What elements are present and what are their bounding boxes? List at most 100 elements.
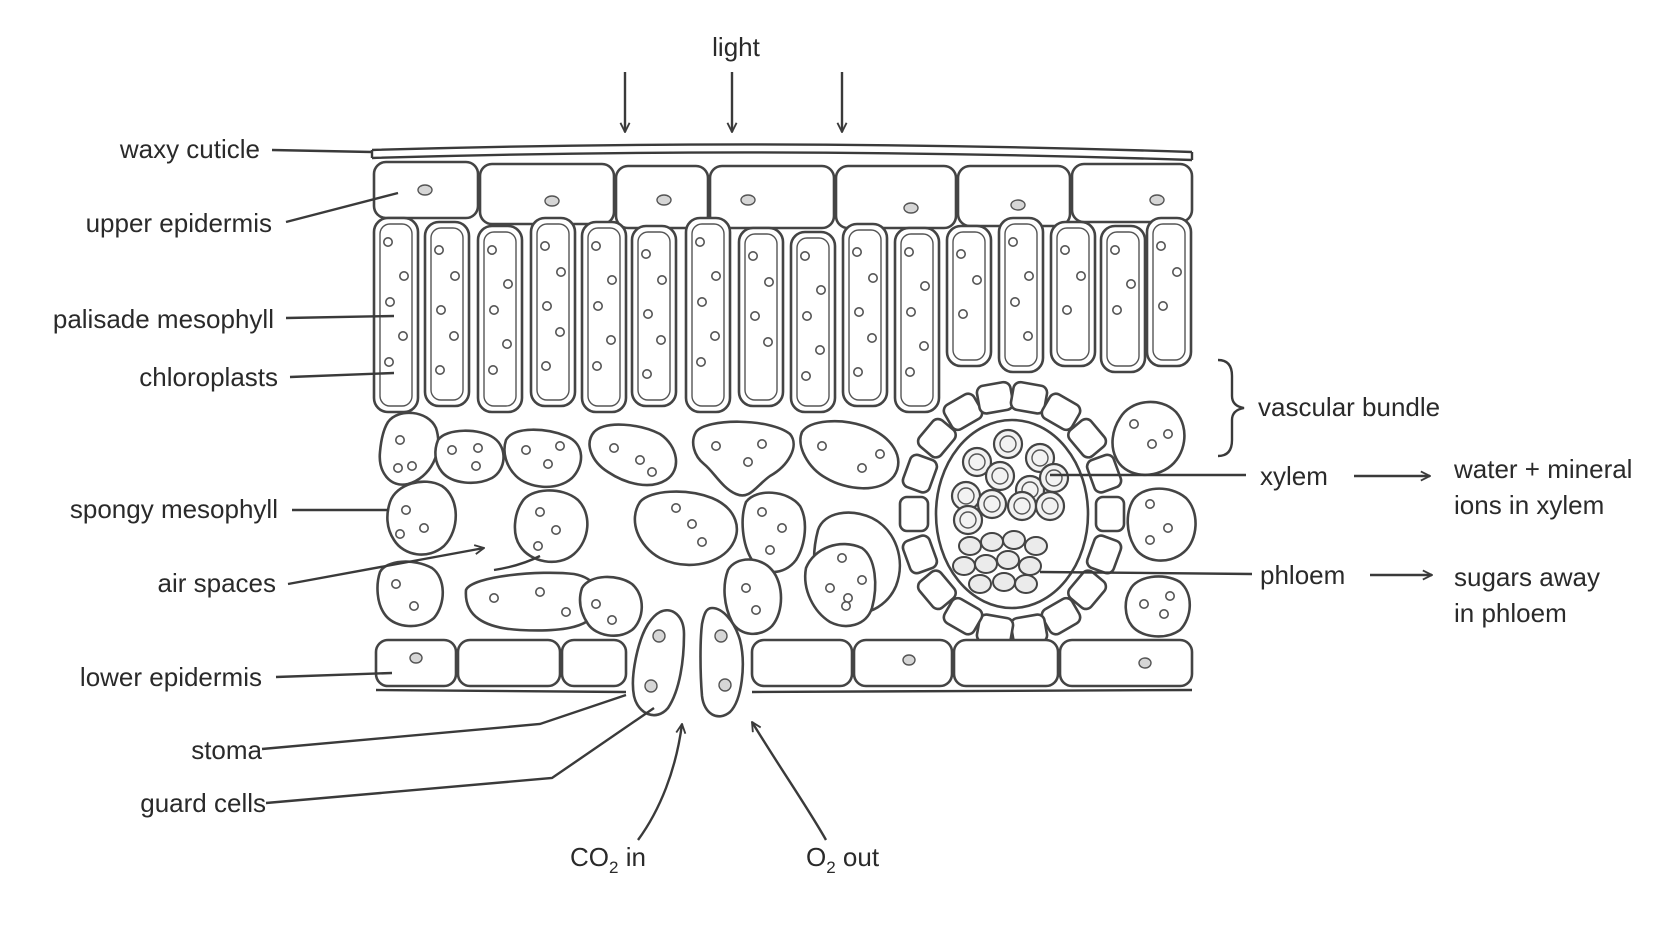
- chloroplast: [398, 270, 409, 281]
- o2-main: O: [806, 842, 826, 872]
- leader-guard-cells: [265, 707, 655, 805]
- xylem-lumen: [999, 435, 1017, 453]
- palisade-cell-inner-wall: [587, 227, 621, 407]
- chloroplast: [1172, 266, 1183, 277]
- chloroplast: [747, 251, 758, 262]
- chloroplast: [590, 598, 601, 609]
- xylem-vessel: [1038, 462, 1070, 494]
- spongy-cell: [1126, 487, 1197, 562]
- chloroplast: [971, 274, 982, 285]
- bundle-sheath-cell: [901, 453, 939, 494]
- chloroplast: [742, 456, 753, 467]
- spongy-cell: [1111, 400, 1186, 477]
- stoma: [631, 606, 745, 718]
- chloroplast: [534, 506, 545, 517]
- palisade-cell: [737, 226, 785, 408]
- guard-cell-chloroplast: [718, 678, 732, 692]
- label-stoma: stoma: [191, 735, 262, 765]
- chloroplast: [840, 600, 851, 611]
- o2-suffix: out: [836, 842, 880, 872]
- chloroplast: [905, 306, 916, 317]
- label-air-spaces: air spaces: [158, 568, 277, 598]
- chloroplast: [397, 330, 408, 341]
- guard-cell-left: [631, 609, 686, 717]
- chloroplast: [554, 440, 565, 451]
- chloroplast: [470, 460, 481, 471]
- palisade-cell: [476, 224, 524, 414]
- chloroplast: [1009, 296, 1020, 307]
- chloroplast: [520, 444, 531, 455]
- chloroplast: [1126, 278, 1137, 289]
- label-guard-cells: guard cells: [140, 788, 266, 818]
- xylem-vessel: [1034, 490, 1066, 522]
- chloroplast: [472, 442, 483, 453]
- xylem-vessel: [984, 460, 1016, 492]
- chloroplast: [852, 366, 863, 377]
- palisade-cell: [529, 216, 577, 408]
- chloroplast: [955, 249, 966, 260]
- epidermal-cell: [560, 638, 628, 688]
- chloroplast: [532, 540, 543, 551]
- chloroplast: [918, 340, 929, 351]
- chloroplast: [696, 536, 707, 547]
- chloroplast: [486, 245, 497, 256]
- nucleus: [740, 194, 756, 206]
- palisade-cell-inner-wall: [691, 223, 725, 407]
- chloroplast: [874, 448, 885, 459]
- chloroplast: [1159, 608, 1170, 619]
- nucleus: [1138, 657, 1152, 669]
- spongy-cell: [503, 428, 583, 489]
- xylem-vessel: [952, 504, 984, 536]
- guard-cell-chloroplast: [652, 629, 666, 643]
- chloroplast: [695, 356, 706, 367]
- bundle-sheath-cell: [901, 534, 939, 575]
- palisade-cell-inner-wall: [536, 223, 570, 401]
- chloroplast: [749, 310, 760, 321]
- spongy-cell: [691, 420, 795, 497]
- xylem-lumen: [983, 495, 1001, 513]
- label-light: light: [712, 32, 760, 62]
- chloroplast: [406, 460, 417, 471]
- chloroplast: [856, 462, 867, 473]
- chloroplast: [560, 606, 571, 617]
- bundle-sheath-cell: [1094, 495, 1126, 533]
- spongy-cell: [578, 575, 644, 637]
- chloroplast: [1007, 237, 1018, 248]
- chloroplast: [866, 332, 877, 343]
- label-vascular-bundle: vascular bundle: [1258, 392, 1440, 422]
- chloroplast: [394, 434, 405, 445]
- chloroplast: [814, 344, 825, 355]
- chloroplast: [762, 336, 773, 347]
- chloroplast: [605, 334, 616, 345]
- xylem-lumen: [1041, 497, 1059, 515]
- chloroplast: [1076, 270, 1087, 281]
- co2-subscript: 2: [609, 858, 618, 877]
- label-xylem: xylem: [1260, 461, 1328, 491]
- label-waxy-cuticle: waxy cuticle: [119, 134, 260, 164]
- chloroplast: [540, 360, 551, 371]
- palisade-cell-inner-wall: [379, 223, 413, 407]
- chloroplast: [1156, 241, 1167, 252]
- xylem-lumen: [957, 487, 975, 505]
- chloroplast: [836, 552, 847, 563]
- epidermal-cell: [952, 638, 1060, 688]
- palisade-cell-inner-wall: [1056, 227, 1090, 361]
- chloroplast: [1129, 418, 1140, 429]
- chloroplast: [606, 614, 617, 625]
- bundle-sheath-cell: [1009, 380, 1049, 415]
- chloroplast: [592, 300, 603, 311]
- nucleus: [409, 652, 423, 664]
- chloroplast: [1060, 245, 1071, 256]
- chloroplast: [606, 274, 617, 285]
- label-o2-out: O2 out: [806, 842, 880, 877]
- chloroplast: [1022, 330, 1033, 341]
- palisade-cell-inner-wall: [900, 233, 934, 407]
- co2-in-arrow: [637, 724, 682, 841]
- bundle-sheath: [898, 380, 1126, 648]
- chloroplast: [435, 304, 446, 315]
- epidermal-cell: [1058, 638, 1194, 688]
- chloroplast: [502, 278, 513, 289]
- light-arrows: [625, 72, 842, 132]
- palisade-cell-inner-wall: [1152, 223, 1186, 361]
- epidermal-cell: [852, 638, 954, 688]
